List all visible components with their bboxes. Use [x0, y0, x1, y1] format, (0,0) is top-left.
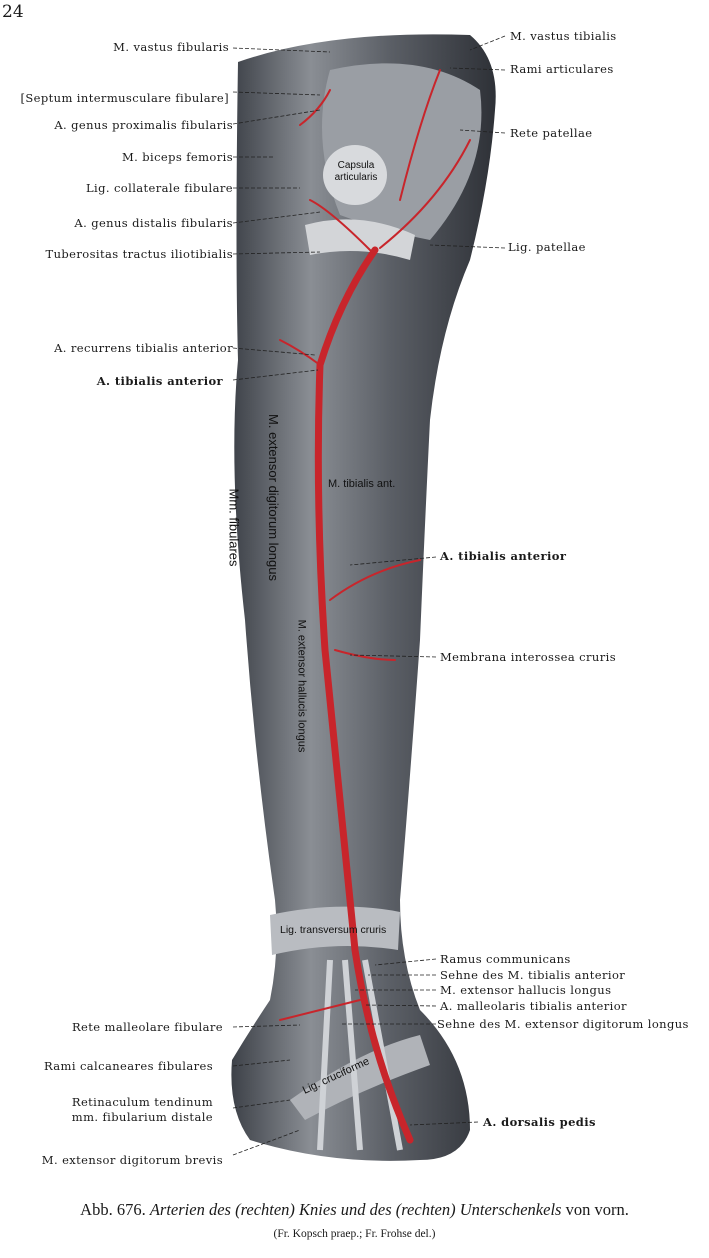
label-retinaculum-1: Retinaculum tendinum [71, 1095, 213, 1109]
label-malleolaris: A. malleolaris tibialis anterior [440, 999, 627, 1013]
label-rete-patellae: Rete patellae [510, 126, 593, 140]
label-ext-hall-longus: M. extensor hallucis longus [295, 619, 308, 753]
capsula-articularis [323, 145, 387, 205]
label-ramus-communicans: Ramus communicans [440, 952, 571, 966]
label-ext-dig-longus: M. extensor digitorum longus [265, 414, 281, 581]
label-lig-transversum: Lig. transversum cruris [280, 924, 387, 936]
leg-outline [231, 34, 496, 1161]
label-genus-proximalis: A. genus proximalis fibularis [54, 118, 233, 132]
label-septum: [Septum intermusculare fibulare] [20, 91, 229, 105]
tendons [317, 959, 403, 1151]
leader-lines [232, 35, 506, 1156]
caption-suffix: von vorn. [565, 1200, 629, 1219]
label-capsula-articularis: Capsula articularis [334, 160, 378, 183]
label-lig-patellae: Lig. patellae [508, 240, 586, 254]
label-biceps-femoris: M. biceps femoris [121, 150, 233, 164]
label-retinaculum-2: mm. fibularium distale [71, 1110, 213, 1124]
label-membrana-interossea: Membrana interossea cruris [440, 650, 616, 664]
figure-caption: Abb. 676. Arterien des (rechten) Knies u… [0, 1200, 709, 1220]
label-ext-hallucis: M. extensor hallucis longus [440, 983, 612, 997]
figure-credits: (Fr. Kopsch praep.; Fr. Frohse del.) [273, 1228, 436, 1240]
label-vastus-fibularis: M. vastus fibularis [113, 40, 229, 54]
artery [279, 69, 471, 1144]
label-rami-calcaneares: Rami calcaneares fibulares [43, 1059, 213, 1073]
label-tibialis-anterior-right: A. tibialis anterior [440, 549, 567, 563]
label-recurrens: A. recurrens tibialis anterior [54, 341, 233, 355]
lig-transversum-band [270, 906, 400, 955]
label-dorsalis-pedis: A. dorsalis pedis [483, 1115, 596, 1129]
label-genus-distalis: A. genus distalis fibularis [74, 216, 233, 230]
label-vastus-tibialis: M. vastus tibialis [510, 29, 617, 43]
label-tuberositas: Tuberositas tractus iliotibialis [45, 247, 233, 261]
label-sehne-tibialis: Sehne des M. tibialis anterior [440, 968, 626, 982]
caption-title: Arterien des (rechten) Knies und des (re… [149, 1200, 562, 1219]
label-fibulares: Mm. fibulares [226, 488, 242, 567]
label-rami-articulares: Rami articulares [510, 62, 614, 76]
page-number: 24 [2, 2, 24, 22]
label-tibialis-ant: M. tibialis ant. [328, 478, 396, 490]
label-ext-dig-brevis: M. extensor digitorum brevis [41, 1153, 223, 1167]
label-tibialis-anterior-left: A. tibialis anterior [96, 374, 223, 388]
label-lig-collaterale: Lig. collaterale fibulare [85, 181, 233, 195]
label-sehne-ext-dig: Sehne des M. extensor digitorum longus [437, 1017, 689, 1031]
label-rete-malleolare: Rete malleolare fibulare [71, 1020, 223, 1034]
caption-number: Abb. 676. [80, 1200, 146, 1219]
